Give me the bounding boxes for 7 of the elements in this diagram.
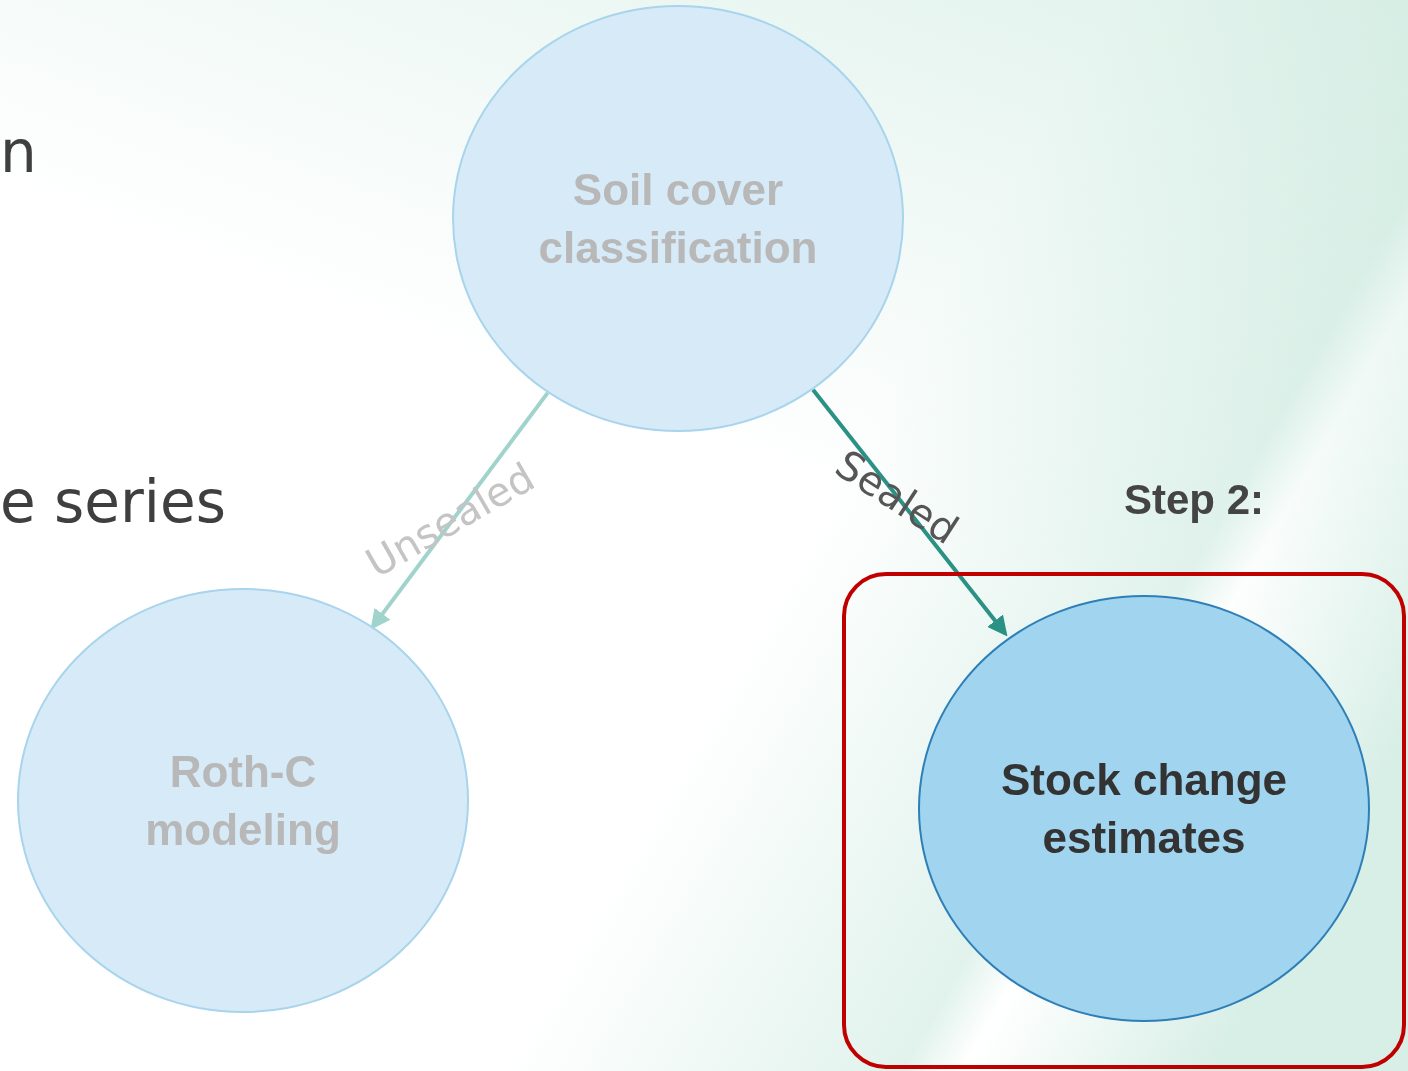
node-label: Soil cover classification (537, 164, 819, 274)
node-label: Roth-C modeling (144, 746, 342, 856)
slide-text: n (0, 118, 37, 186)
arrow (811, 388, 1008, 637)
slide-text: e series (0, 468, 226, 536)
step-heading: Step 2: (1124, 476, 1265, 524)
node-label: Stock change estimates (999, 754, 1289, 864)
